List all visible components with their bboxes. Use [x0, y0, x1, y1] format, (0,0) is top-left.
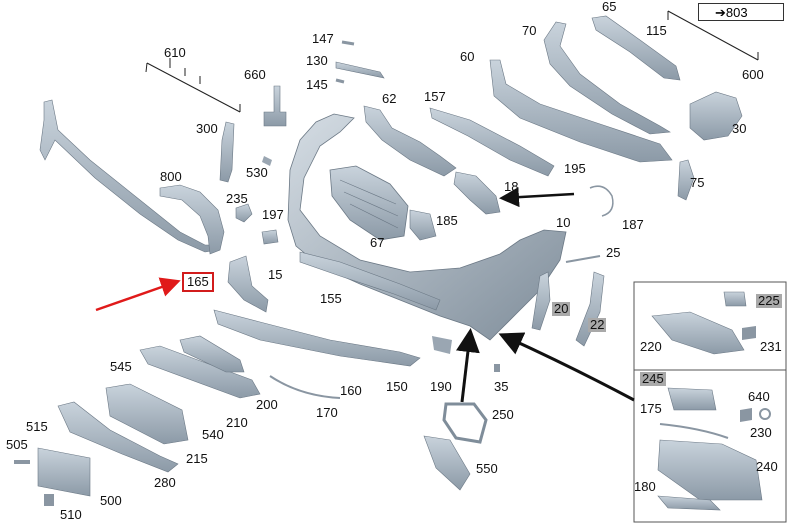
part-label-60: 60 [460, 49, 475, 64]
part-240 [657, 439, 763, 501]
part-215 [105, 383, 189, 445]
part-label-530: 530 [246, 165, 268, 180]
part-175 [667, 387, 717, 411]
part-660 [263, 85, 287, 127]
part-label-20: 20 [552, 301, 571, 316]
part-label-115: 115 [646, 23, 667, 38]
part-label-250: 250 [492, 407, 514, 422]
part-75 [677, 159, 695, 201]
part-label-210: 210 [226, 415, 248, 430]
black-arrow-250 [455, 328, 480, 403]
part-label-197: 197 [262, 207, 284, 222]
part-30 [689, 91, 743, 141]
red-arrow [95, 277, 181, 312]
part-label-660: 660 [244, 67, 266, 82]
part-800-trim [39, 99, 219, 253]
part-300 [219, 121, 235, 183]
part-label-300: 300 [196, 121, 218, 136]
black-arrow-inset [498, 332, 635, 402]
part-label-510: 510 [60, 507, 82, 522]
part-label-610: 610 [164, 45, 186, 60]
part-20 [531, 271, 551, 331]
part-70 [543, 21, 671, 135]
part-label-220: 220 [640, 339, 662, 354]
part-165 [227, 255, 269, 313]
part-157 [429, 107, 555, 177]
part-label-180: 180 [634, 479, 656, 494]
part-label-540: 540 [202, 427, 224, 442]
part-label-160: 160 [340, 383, 362, 398]
part-label-155: 155 [320, 291, 342, 306]
part-label-30: 30 [732, 121, 747, 136]
part-label-190: 190 [430, 379, 452, 394]
part-500 [37, 447, 91, 497]
part-label-145: 145 [306, 77, 328, 92]
black-arrow-18 [499, 187, 575, 208]
part-180 [657, 495, 721, 511]
part-label-165: 165 [182, 272, 214, 292]
part-label-200: 200 [256, 397, 278, 412]
part-22 [575, 271, 605, 347]
part-label-35: 35 [494, 379, 509, 394]
part-label-70: 70 [522, 23, 537, 38]
part-label-22: 22 [588, 317, 607, 332]
part-10-bumper [287, 113, 567, 341]
part-label-235: 235 [226, 191, 248, 206]
part-label-215: 215 [186, 451, 208, 466]
reference-box: ➔803 [698, 3, 784, 21]
part-280 [57, 401, 179, 473]
part-155 [299, 251, 441, 311]
part-62 [363, 105, 457, 177]
part-label-67: 67 [370, 235, 385, 250]
part-label-187: 187 [622, 217, 644, 232]
part-200 [179, 335, 245, 373]
part-label-550: 550 [476, 461, 498, 476]
part-label-157: 157 [424, 89, 446, 104]
part-label-10: 10 [556, 215, 571, 230]
part-label-231: 231 [760, 339, 782, 354]
part-label-75: 75 [690, 175, 705, 190]
part-150 [213, 309, 421, 367]
part-label-185: 185 [436, 213, 458, 228]
part-label-545: 545 [110, 359, 132, 374]
part-545 [139, 345, 261, 399]
part-label-25: 25 [606, 245, 621, 260]
part-label-280: 280 [154, 475, 176, 490]
part-label-800: 800 [160, 169, 182, 184]
part-label-225: 225 [756, 293, 782, 308]
part-label-170: 170 [316, 405, 338, 420]
part-label-640: 640 [748, 389, 770, 404]
part-label-500: 500 [100, 493, 122, 508]
part-label-62: 62 [382, 91, 397, 106]
part-label-130: 130 [306, 53, 328, 68]
part-label-18: 18 [504, 179, 519, 194]
part-60 [489, 59, 673, 163]
part-label-147: 147 [312, 31, 334, 46]
part-550 [423, 435, 471, 491]
part-label-65: 65 [602, 0, 617, 14]
part-65 [591, 15, 681, 81]
part-220 [651, 311, 745, 355]
part-label-600: 600 [742, 67, 764, 82]
part-label-195: 195 [564, 161, 586, 176]
part-label-245: 245 [640, 371, 666, 386]
part-label-230: 230 [750, 425, 772, 440]
part-170 [269, 375, 341, 399]
part-18 [453, 171, 501, 215]
part-label-150: 150 [386, 379, 408, 394]
part-label-240: 240 [756, 459, 778, 474]
part-800-ring [159, 184, 225, 255]
part-label-505: 505 [6, 437, 28, 452]
part-label-175: 175 [640, 401, 662, 416]
part-label-515: 515 [26, 419, 48, 434]
part-label-15: 15 [268, 267, 283, 282]
part-250 [442, 402, 488, 444]
part-185 [409, 209, 437, 241]
